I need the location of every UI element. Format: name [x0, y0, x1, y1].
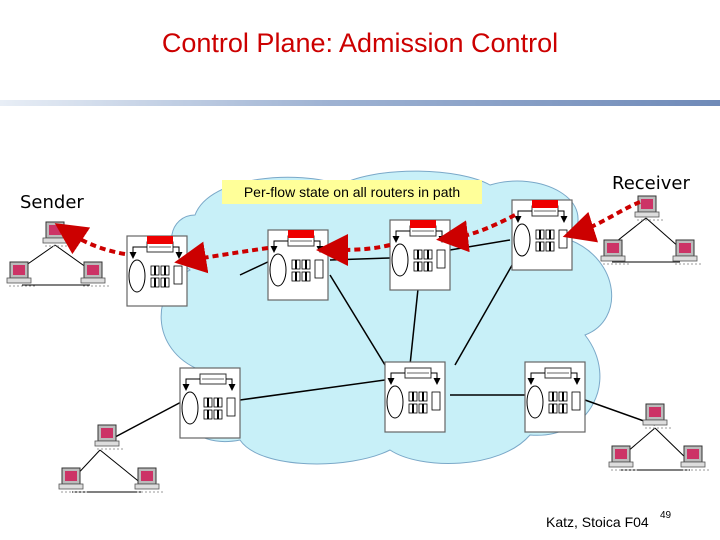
computer-host-icon: [634, 195, 664, 221]
computer-host-icon: [134, 467, 164, 493]
flow-state-markers: [147, 200, 558, 244]
per-flow-state-note: Per-flow state on all routers in path: [222, 180, 482, 204]
computer-host-icon: [608, 445, 638, 471]
computer-host-icon: [94, 424, 124, 450]
lower-left-host-group: [58, 424, 164, 493]
page-number: 49: [660, 510, 672, 521]
receiver-label: Receiver: [612, 173, 690, 194]
router-icon[interactable]: [390, 220, 450, 290]
computer-host-icon: [680, 445, 710, 471]
lower-right-host-group: [608, 403, 710, 471]
computer-host-icon: [672, 239, 702, 265]
footer-credit: Katz, Stoica F04: [546, 514, 649, 530]
receiver-host-group: [600, 195, 702, 265]
sender-label: Sender: [20, 192, 84, 213]
computer-host-icon: [642, 403, 672, 429]
computer-host-icon: [6, 261, 36, 287]
sender-host-group: [6, 221, 110, 287]
router-icon[interactable]: [180, 368, 240, 438]
computer-host-icon: [600, 239, 630, 265]
router-icon[interactable]: [385, 362, 445, 432]
computer-host-icon: [42, 221, 72, 247]
computer-host-icon: [80, 261, 110, 287]
router-icon[interactable]: [512, 200, 572, 270]
slide-title: Control Plane: Admission Control: [161, 28, 559, 58]
router-icon[interactable]: [525, 362, 585, 432]
router-icon[interactable]: [268, 230, 328, 300]
title-divider: [0, 100, 720, 106]
computer-host-icon: [58, 467, 88, 493]
admission-control-arrows: [54, 200, 641, 274]
router-icon[interactable]: [127, 236, 187, 306]
